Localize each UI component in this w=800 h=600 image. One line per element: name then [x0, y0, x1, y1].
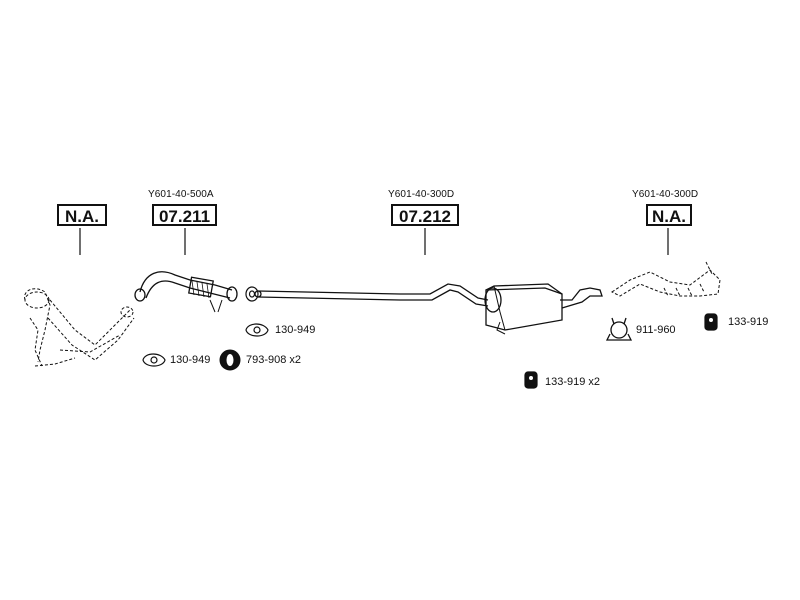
part-label-mount-middle: 133-919 x2: [545, 376, 601, 388]
ref-number-rear-section: Y601-40-300D: [632, 189, 699, 200]
rubber-ring-icon: [219, 349, 241, 371]
ref-number-middle-section: Y601-40-300D: [388, 189, 455, 200]
rubber-mount-icon-middle: [524, 371, 538, 389]
part-label-rubber-ring: 793-908 x2: [246, 354, 302, 366]
part-label-clamp: 911-960: [636, 324, 676, 336]
rubber-mount-icon-right: [704, 313, 718, 331]
part-label-gasket-lower: 130-949: [170, 354, 211, 366]
ref-number-front-pipe: Y601-40-500A: [148, 189, 214, 200]
middle-pipe: [254, 283, 489, 307]
part-box-na-right[interactable]: N.A.: [646, 204, 692, 226]
clamp-icon: [605, 317, 633, 341]
part-box-na-left[interactable]: N.A.: [57, 204, 107, 226]
gasket-icon-upper: [245, 323, 269, 337]
part-label-gasket-upper: 130-949: [275, 324, 316, 336]
part-box-07211[interactable]: 07.211: [152, 204, 217, 226]
gasket-icon-lower: [142, 353, 166, 367]
rear-muffler: [484, 283, 603, 335]
flange-gasket: [245, 286, 259, 302]
part-box-07212[interactable]: 07.212: [391, 204, 459, 226]
manifold-left-dashed: [24, 288, 135, 367]
tailpipe-right-dashed: [611, 261, 721, 297]
front-pipe: [134, 271, 238, 313]
part-label-mount-right: 133-919: [728, 316, 769, 328]
